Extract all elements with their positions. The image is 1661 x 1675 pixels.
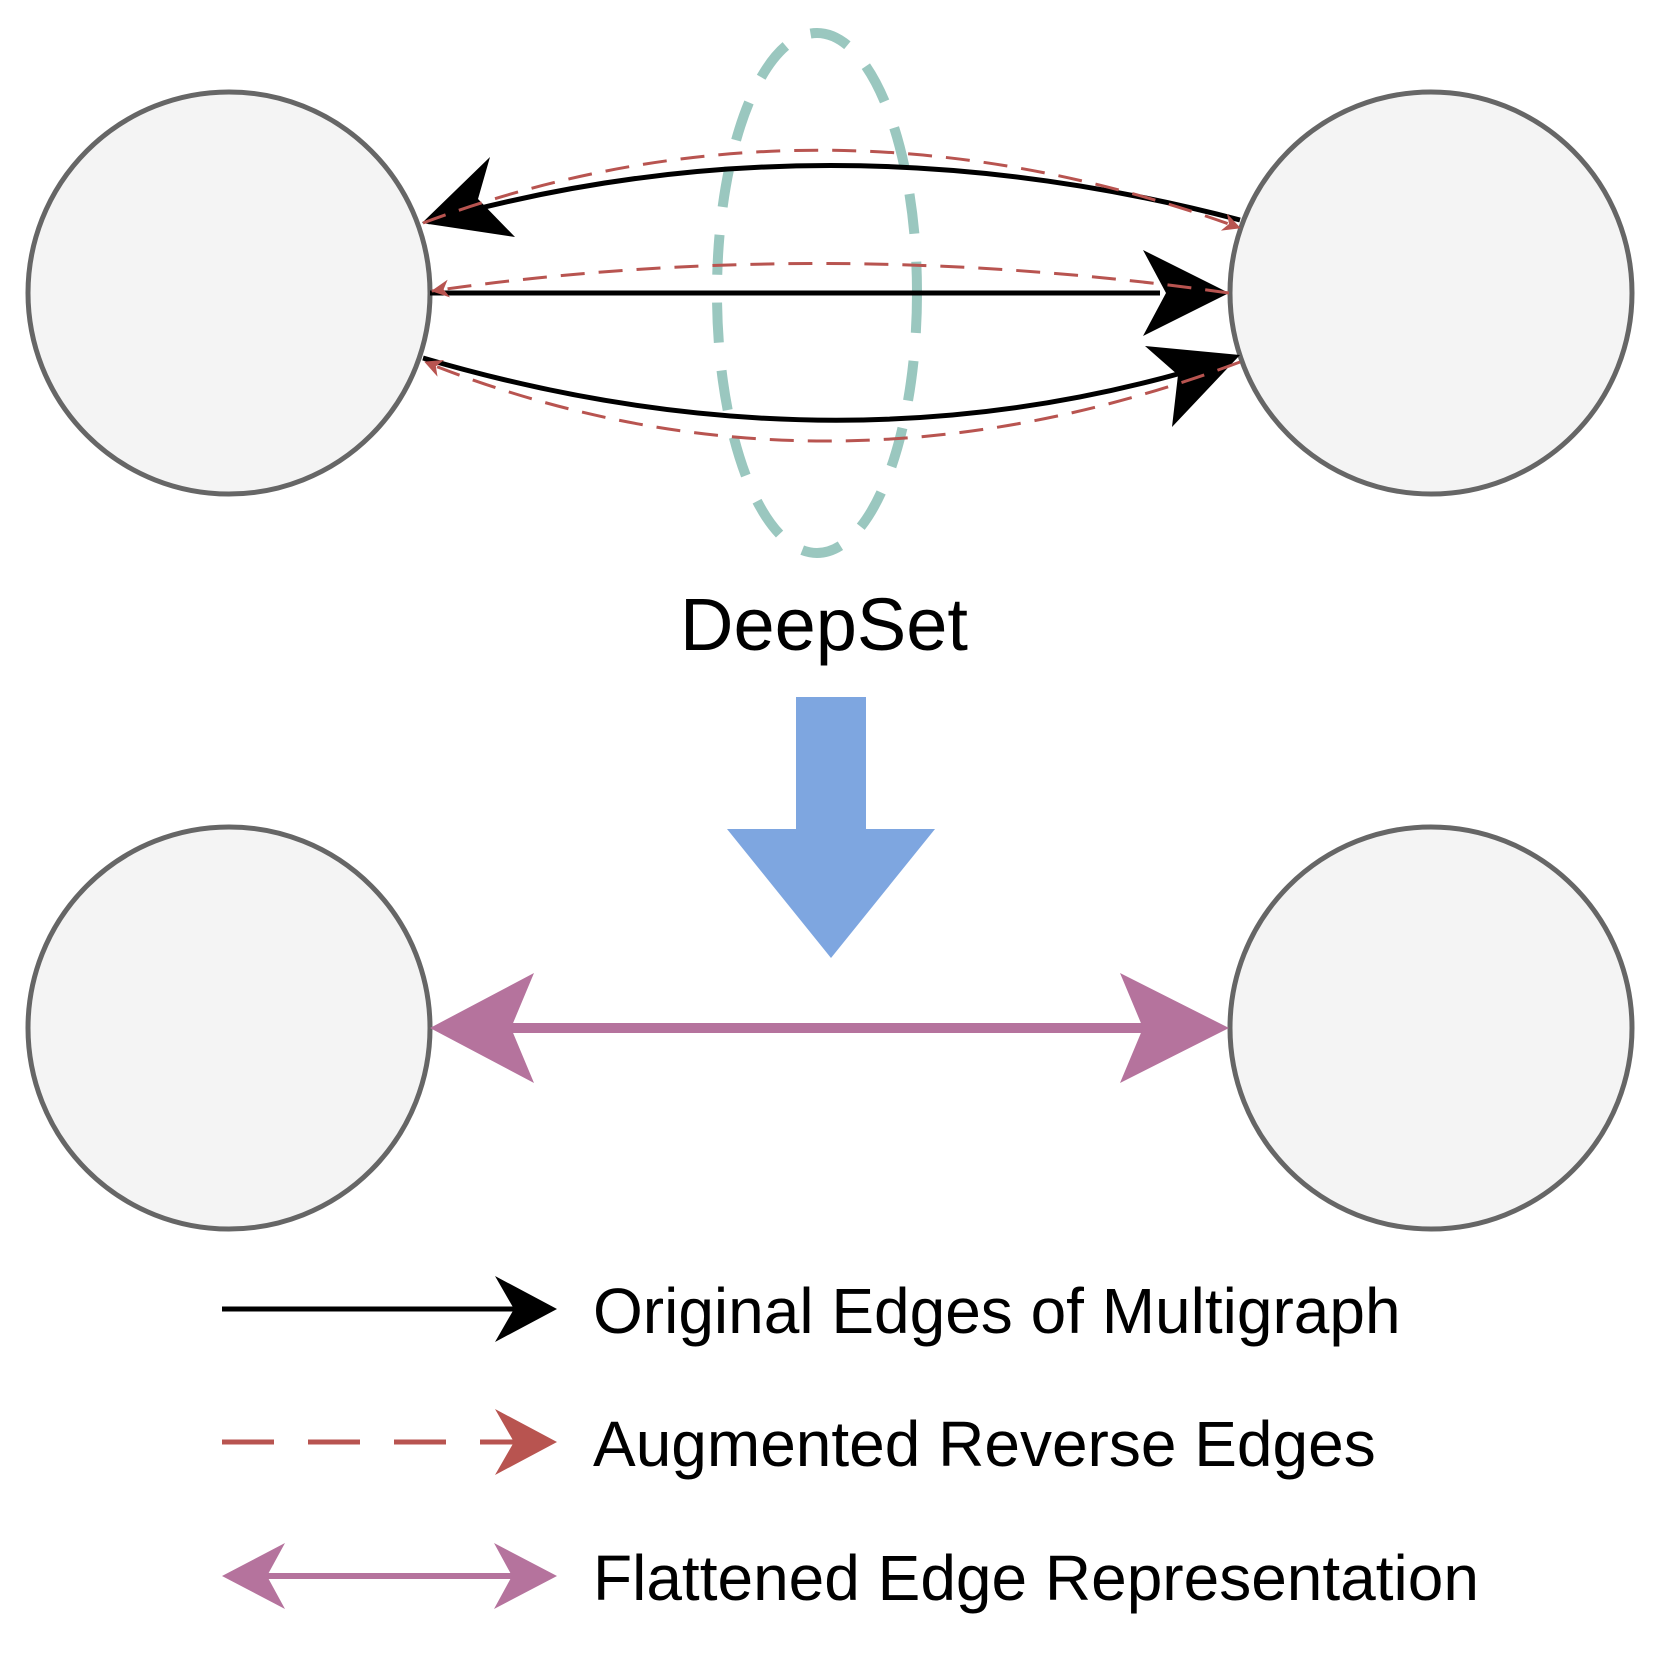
top-left-node xyxy=(25,89,433,497)
original-edge-top xyxy=(427,163,1241,225)
legend-item-original-edges: Original Edges of Multigraph xyxy=(222,1275,1401,1347)
flattened-edge-right-arrowhead xyxy=(1120,973,1229,1083)
top-right-node xyxy=(1227,89,1635,497)
legend: Original Edges of Multigraph Augmented R… xyxy=(222,1275,1479,1614)
legend-label-reverse: Augmented Reverse Edges xyxy=(593,1408,1376,1480)
original-edge-top-arrowhead xyxy=(422,157,515,237)
legend-purple-left-arrowhead xyxy=(222,1543,285,1609)
reverse-edge-top xyxy=(422,148,1241,231)
legend-black-arrowhead xyxy=(495,1276,557,1342)
bottom-right-node xyxy=(1227,824,1635,1232)
legend-purple-right-arrowhead xyxy=(494,1543,557,1609)
legend-item-reverse-edges: Augmented Reverse Edges xyxy=(222,1408,1376,1480)
flattened-edge-left-arrowhead xyxy=(430,973,534,1083)
legend-label-flattened: Flattened Edge Representation xyxy=(593,1542,1479,1614)
legend-label-original: Original Edges of Multigraph xyxy=(593,1275,1401,1347)
bottom-left-node xyxy=(25,824,433,1232)
transform-arrow xyxy=(727,697,935,958)
reverse-edge-bottom xyxy=(424,359,1241,443)
original-edge-bottom xyxy=(422,355,1186,423)
legend-item-flattened-edge: Flattened Edge Representation xyxy=(222,1542,1479,1614)
original-edge-middle-arrowhead xyxy=(1143,250,1229,336)
reverse-edge-middle xyxy=(431,261,1230,298)
deepset-label: DeepSet xyxy=(680,583,968,666)
legend-red-arrowhead xyxy=(495,1409,557,1475)
original-edge-bottom-arrowhead xyxy=(1145,346,1240,427)
